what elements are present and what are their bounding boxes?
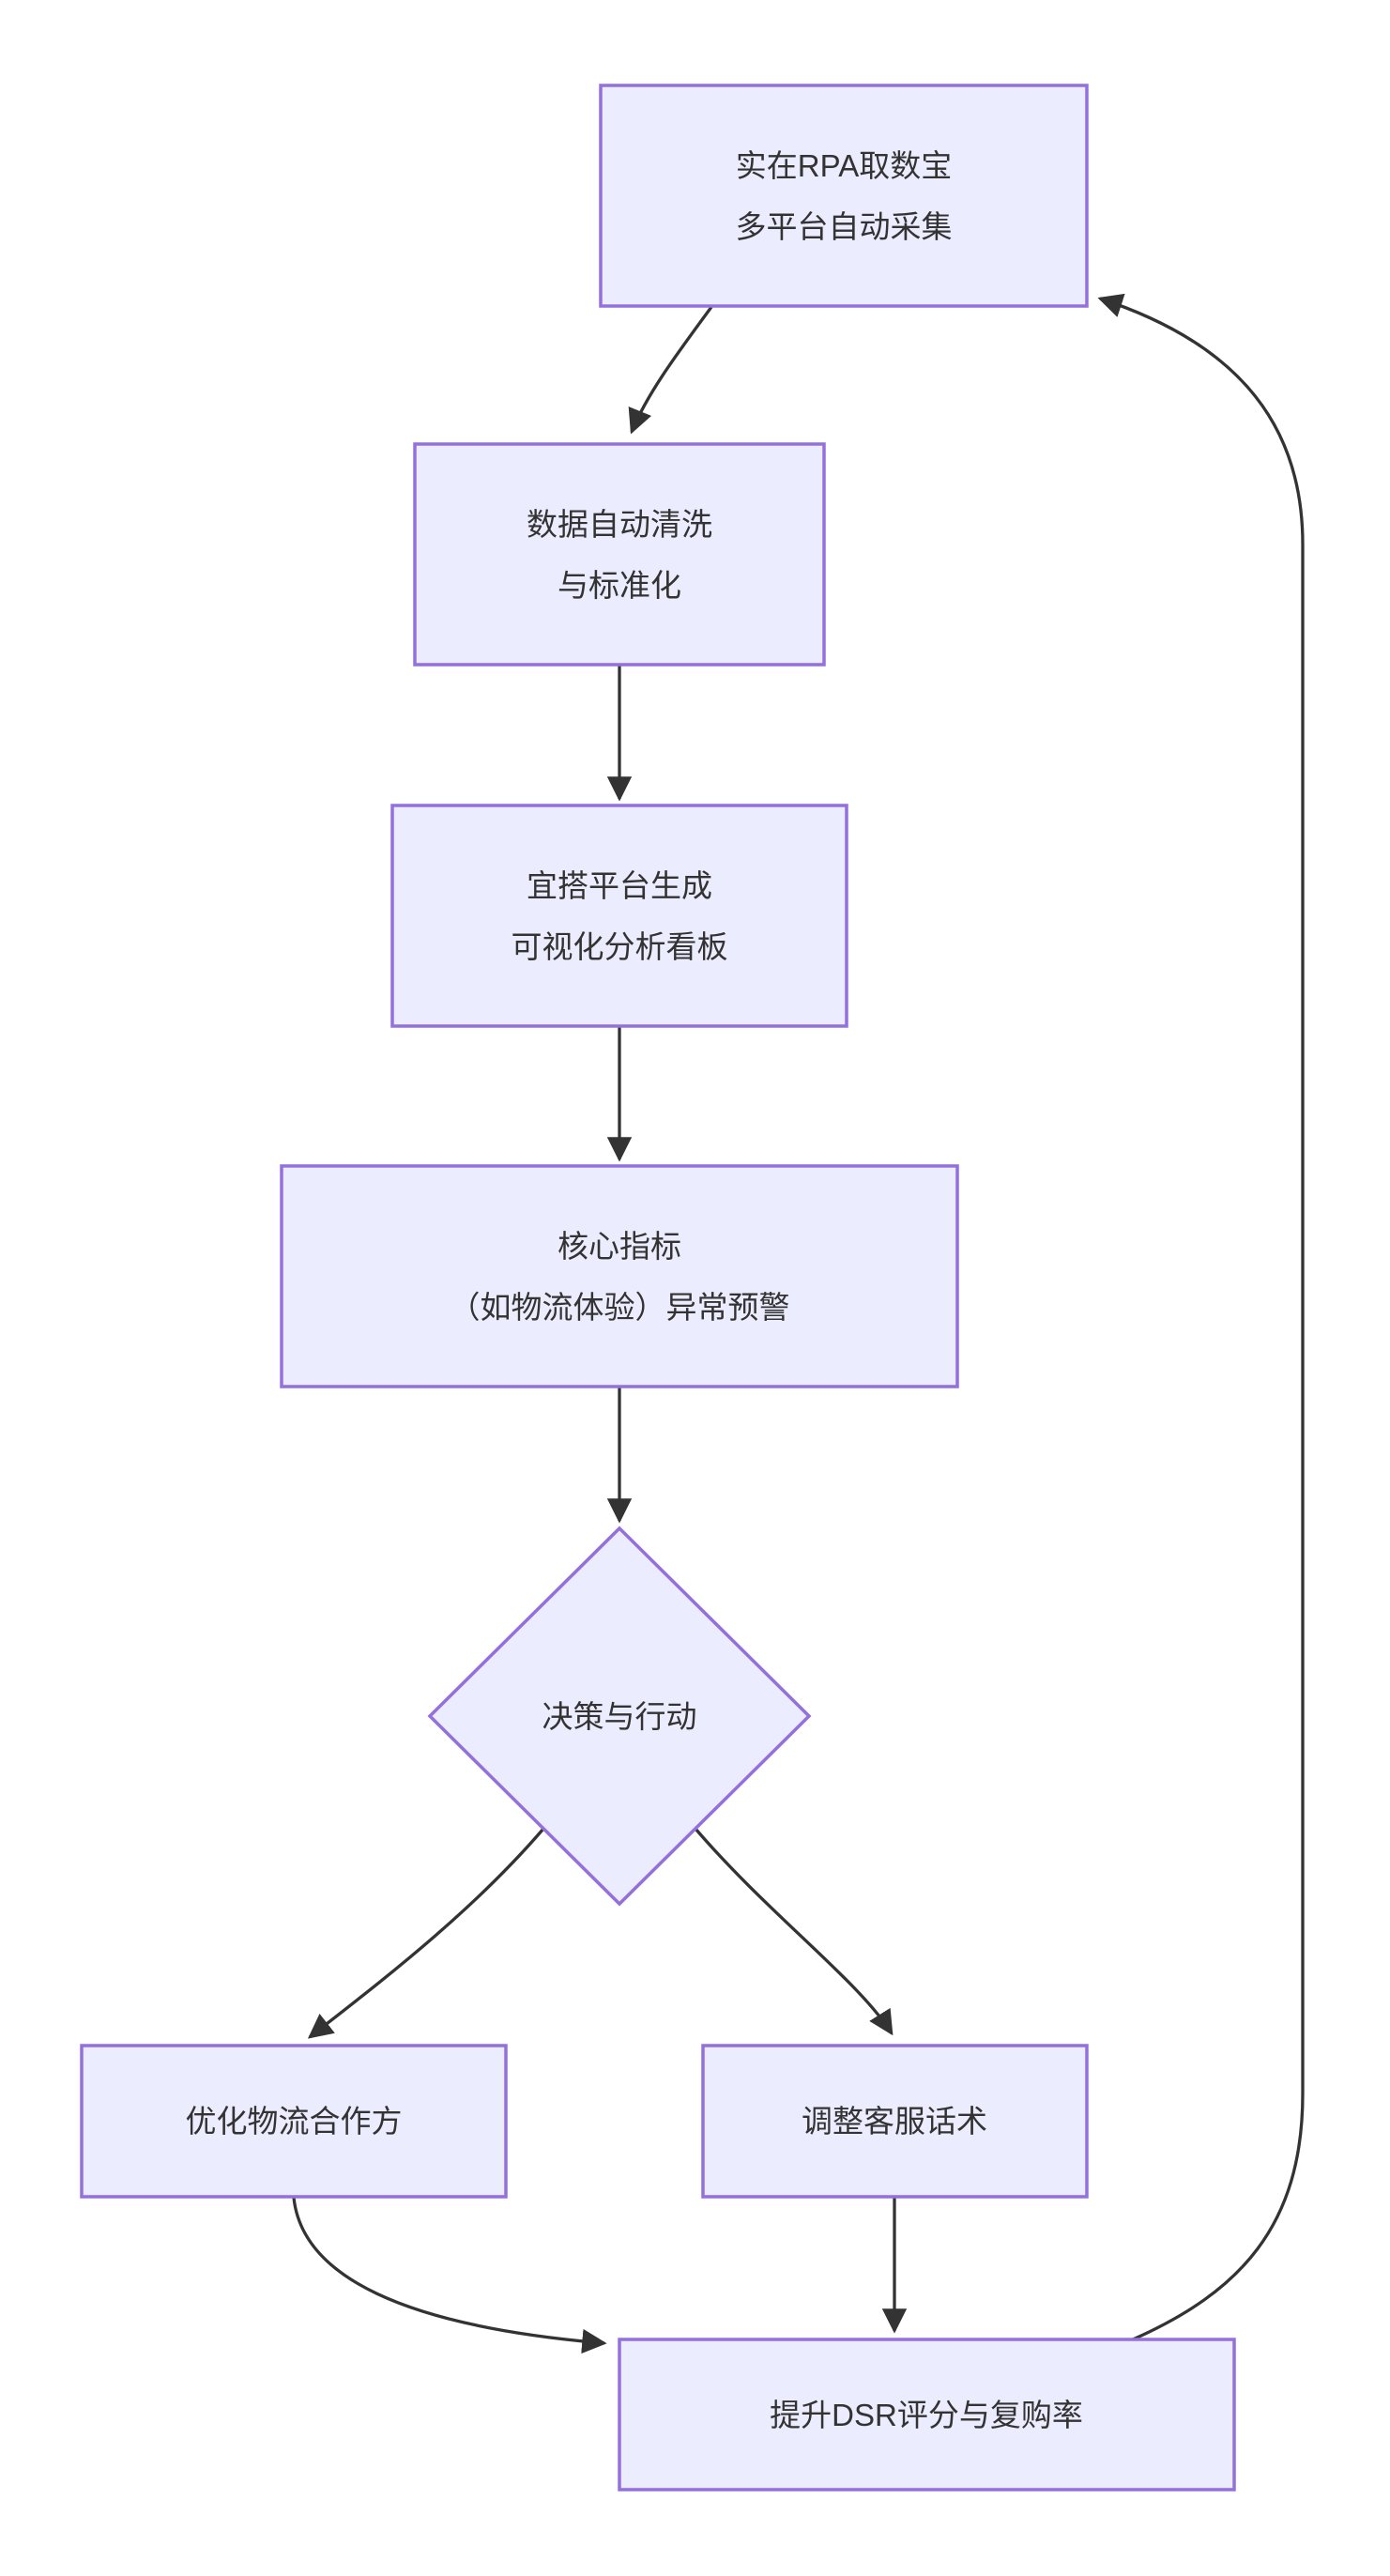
node-dashboard: 宜搭平台生成 可视化分析看板 xyxy=(390,804,848,1028)
edge-decision-to-service xyxy=(694,1827,894,2036)
node-collect-label-line2: 多平台自动采集 xyxy=(736,209,953,244)
node-layer: 实在RPA取数宝 多平台自动采集 数据自动清洗 与标准化 宜搭平台生成 可视化分… xyxy=(80,84,1236,2492)
node-service-label: 调整客服话术 xyxy=(802,2104,987,2139)
node-clean-box xyxy=(413,442,826,667)
node-decision-label: 决策与行动 xyxy=(542,1699,697,1734)
node-clean: 数据自动清洗 与标准化 xyxy=(413,442,826,667)
node-collect: 实在RPA取数宝 多平台自动采集 xyxy=(599,84,1089,308)
node-collect-box xyxy=(599,84,1089,308)
node-clean-label-line2: 与标准化 xyxy=(558,568,681,603)
node-logistics: 优化物流合作方 xyxy=(80,2044,508,2199)
node-decision-diamond xyxy=(427,1526,812,1907)
node-result-label: 提升DSR评分与复购率 xyxy=(770,2398,1083,2432)
edge-layer xyxy=(292,293,1305,2354)
node-dashboard-box xyxy=(390,804,848,1028)
node-logistics-label: 优化物流合作方 xyxy=(186,2104,403,2139)
node-alert-box xyxy=(280,1164,959,1388)
node-result-box xyxy=(618,2338,1236,2492)
edge-collect-to-clean xyxy=(628,306,713,435)
node-alert: 核心指标 （如物流体验）异常预警 xyxy=(280,1164,959,1388)
edge-result-to-collect xyxy=(1097,293,1305,2341)
node-collect-label-line1: 实在RPA取数宝 xyxy=(736,148,952,183)
node-logistics-box xyxy=(80,2044,508,2199)
node-service-box xyxy=(701,2044,1089,2199)
edge-logistics-to-result xyxy=(292,2197,607,2354)
node-result: 提升DSR评分与复购率 xyxy=(618,2338,1236,2492)
node-alert-label-line1: 核心指标 xyxy=(558,1229,681,1264)
node-decision: 决策与行动 xyxy=(427,1526,812,1907)
edge-decision-to-logistics xyxy=(307,1827,545,2039)
node-dashboard-label-line2: 可视化分析看板 xyxy=(512,929,728,964)
node-alert-label-line2: （如物流体验）异常预警 xyxy=(450,1290,790,1325)
node-dashboard-label-line1: 宜搭平台生成 xyxy=(527,868,712,903)
node-service: 调整客服话术 xyxy=(701,2044,1089,2199)
node-clean-label-line1: 数据自动清洗 xyxy=(527,507,712,542)
